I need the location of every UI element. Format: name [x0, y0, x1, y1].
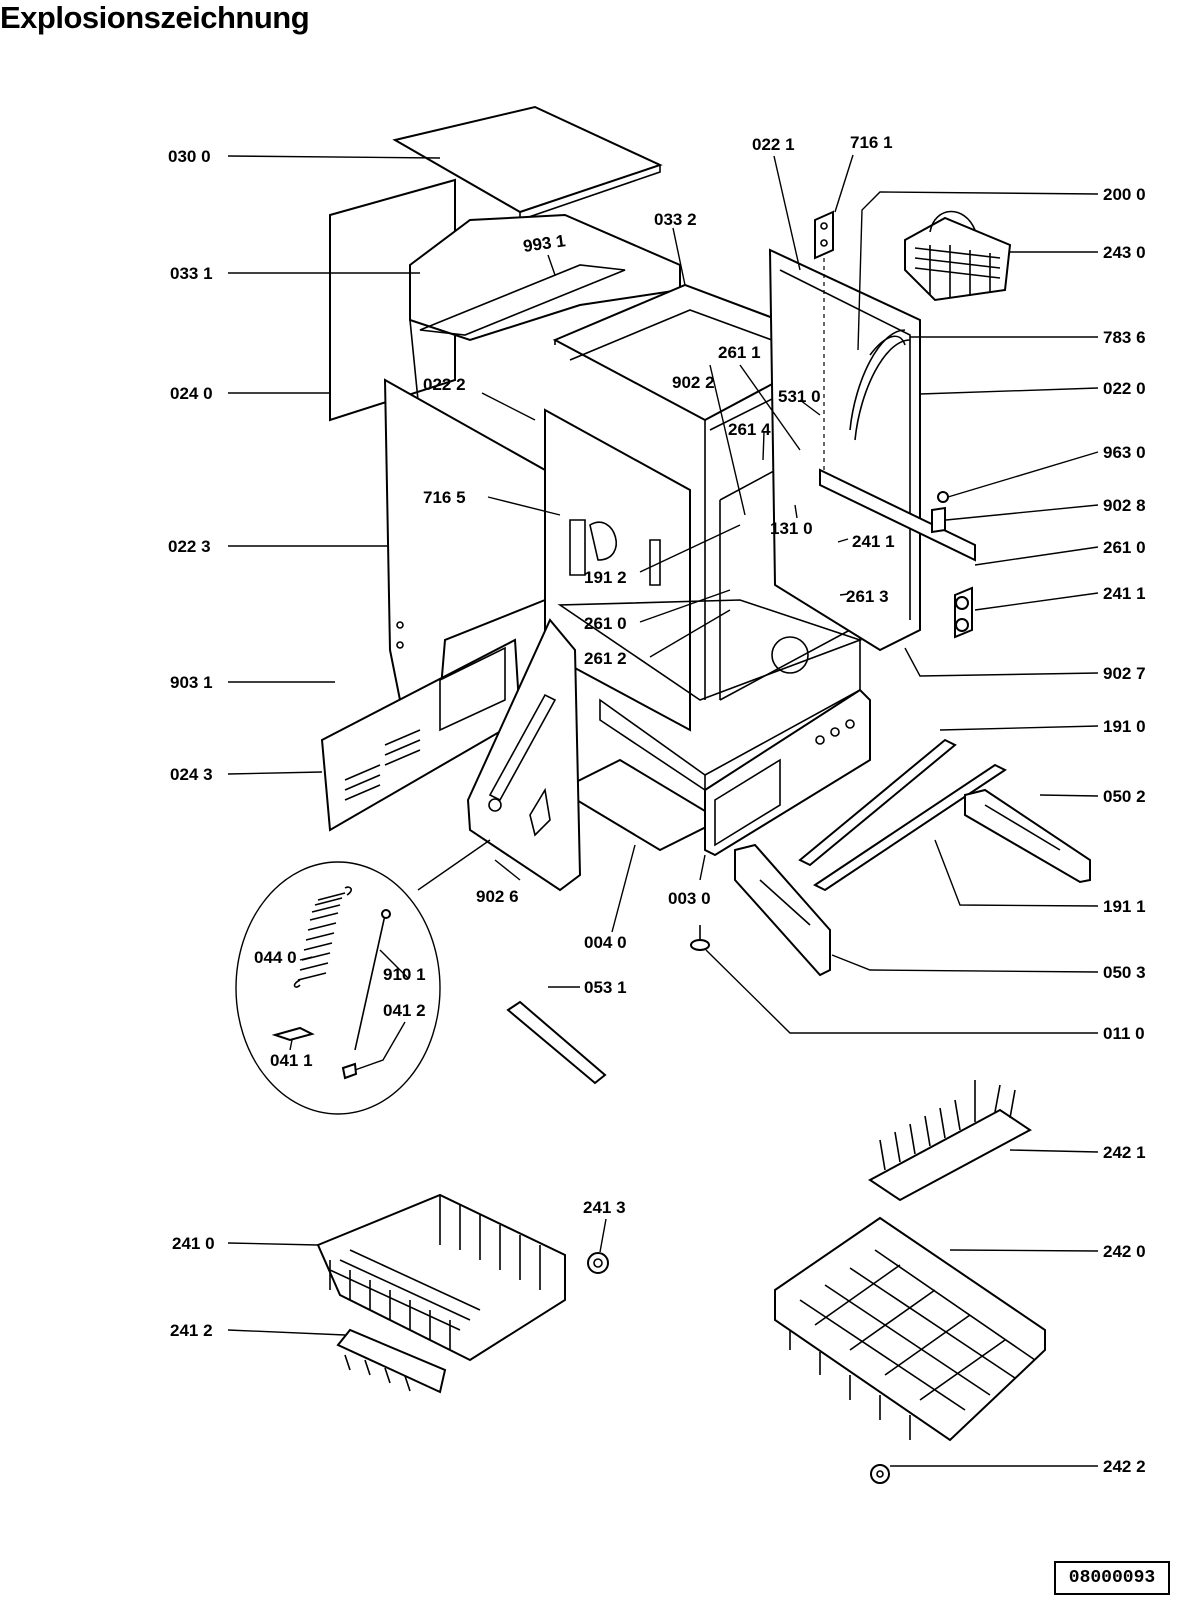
page-title: Explosionszeichnung — [0, 0, 310, 35]
label-9630: 963 0 — [1103, 443, 1146, 462]
label-0040: 004 0 — [584, 933, 627, 952]
part-bracket-top — [814, 210, 834, 470]
part-hinge-plate-right — [734, 843, 831, 977]
leader-lines — [227, 154, 1099, 1467]
label-2610-left: 261 0 — [584, 614, 627, 633]
part-clip-9028 — [931, 506, 946, 534]
part-control-panel — [704, 688, 871, 857]
label-2420: 242 0 — [1103, 1242, 1146, 1261]
label-9022: 902 2 — [672, 373, 715, 392]
label-1910: 191 0 — [1103, 717, 1146, 736]
label-0503: 050 3 — [1103, 963, 1146, 982]
label-1911: 191 1 — [1103, 897, 1146, 916]
label-2412: 241 2 — [170, 1321, 213, 1340]
label-9031: 903 1 — [170, 673, 213, 692]
label-0243: 024 3 — [170, 765, 213, 784]
label-2612: 261 2 — [584, 649, 627, 668]
label-2430: 243 0 — [1103, 243, 1146, 262]
document-number-box: 08000093 — [1054, 1561, 1170, 1595]
label-7161: 716 1 — [850, 133, 893, 152]
part-hose — [849, 329, 911, 441]
label-2421: 242 1 — [1103, 1143, 1146, 1162]
label-1912: 191 2 — [584, 568, 627, 587]
label-9028: 902 8 — [1103, 496, 1146, 515]
part-side-panel-left — [383, 378, 546, 701]
label-7165: 716 5 — [423, 488, 466, 507]
label-0440: 044 0 — [254, 948, 297, 967]
part-hinge-plate-5020 — [964, 788, 1091, 884]
part-guide-rail-right — [819, 468, 976, 562]
label-9101: 910 1 — [383, 965, 426, 984]
part-cutlery-basket — [904, 210, 1012, 302]
label-0331: 033 1 — [170, 264, 213, 283]
label-2410: 241 0 — [172, 1234, 215, 1253]
part-wheel-bracket — [954, 586, 973, 639]
label-0300: 030 0 — [168, 147, 211, 166]
part-hinge-plate-left — [466, 618, 582, 892]
part-plate-insert-2421 — [868, 1080, 1032, 1202]
label-0222: 022 2 — [423, 375, 466, 394]
label-5310: 531 0 — [778, 387, 821, 406]
part-roller-2413 — [587, 1252, 609, 1274]
label-2614: 261 4 — [728, 420, 771, 439]
label-0110: 011 0 — [1103, 1024, 1145, 1043]
detail-bubble — [235, 861, 441, 1115]
label-0502: 050 2 — [1103, 787, 1146, 806]
part-side-panel-left-rear — [329, 178, 456, 422]
part-top-cover — [392, 105, 663, 222]
part-basket-insert — [336, 1328, 447, 1394]
label-0412: 041 2 — [383, 1001, 426, 1020]
part-lower-basket-right — [774, 1216, 1046, 1442]
label-7836: 783 6 — [1103, 328, 1146, 347]
part-rail-0531 — [506, 1000, 607, 1085]
label-0220: 022 0 — [1103, 379, 1146, 398]
label-0531: 053 1 — [584, 978, 627, 997]
part-lower-basket-left — [316, 1193, 566, 1362]
label-2000: 200 0 — [1103, 185, 1146, 204]
label-2411-inner: 241 1 — [852, 532, 895, 551]
label-0332: 033 2 — [654, 210, 697, 229]
label-2610-right: 261 0 — [1103, 538, 1146, 557]
label-2413: 241 3 — [583, 1198, 626, 1217]
label-2611: 261 1 — [718, 343, 761, 362]
label-0240: 024 0 — [170, 384, 213, 403]
part-side-panel-right — [768, 248, 921, 652]
label-2411-outer: 241 1 — [1103, 584, 1146, 603]
part-rail-pair — [798, 738, 1007, 892]
part-base-plate — [557, 758, 723, 852]
label-2613: 261 3 — [846, 587, 889, 606]
label-0223: 022 3 — [168, 537, 211, 556]
part-leveling-foot — [690, 925, 710, 951]
label-0221: 022 1 — [752, 135, 795, 154]
part-small-clip-9630 — [937, 491, 949, 503]
label-9027: 902 7 — [1103, 664, 1146, 683]
part-roller-2422 — [870, 1464, 890, 1484]
label-1310: 131 0 — [770, 519, 813, 538]
part-inner-door-panel — [544, 408, 691, 732]
label-2422: 242 2 — [1103, 1457, 1146, 1476]
part-labels: 030 0 033 1 024 0 022 3 903 1 024 3 993 … — [168, 133, 1146, 1476]
label-9026: 902 6 — [476, 887, 519, 906]
label-0030: 003 0 — [668, 889, 711, 908]
label-0411: 041 1 — [270, 1051, 313, 1070]
